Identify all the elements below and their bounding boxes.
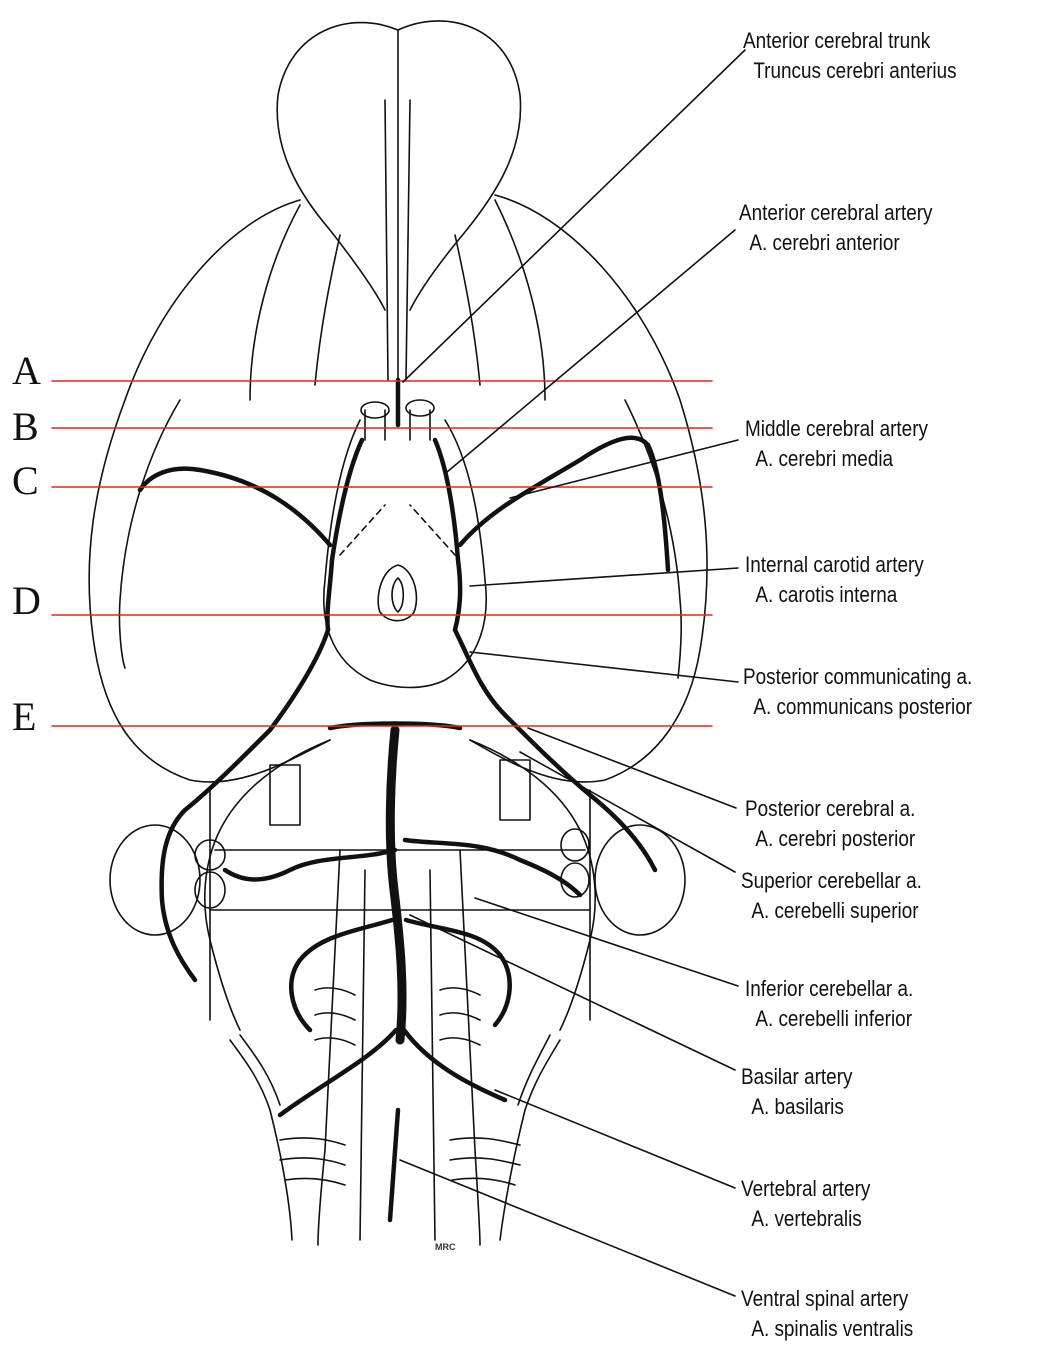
label-middle-cerebral-artery: Middle cerebral artery A. cerebri media [745, 414, 928, 474]
level-letter-c: C [12, 458, 39, 503]
level-lines [52, 381, 712, 726]
olfactory-bulb-left [277, 23, 398, 310]
label-anterior-cerebral-artery: Anterior cerebral artery A. cerebri ante… [739, 198, 932, 258]
label-vertebral-artery: Vertebral artery A. vertebralis [741, 1174, 870, 1234]
anterior-cerebral-artery-vessel [327, 380, 398, 630]
label-posterior-cerebral: Posterior cerebral a. A. cerebri posteri… [745, 794, 915, 854]
level-letter-a: A [12, 348, 41, 393]
pons-left [205, 740, 330, 1030]
label-ventral-spinal-artery: Ventral spinal artery A. spinalis ventra… [741, 1284, 913, 1344]
label-anterior-cerebral-trunk: Anterior cerebral trunk Truncus cerebri … [743, 26, 957, 86]
olfactory-bulb-right [398, 21, 521, 310]
label-posterior-communicating: Posterior communicating a. A. communican… [743, 662, 972, 722]
label-inferior-cerebellar: Inferior cerebellar a. A. cerebelli infe… [745, 974, 913, 1034]
signature: MRC [435, 1242, 456, 1252]
middle-cerebral-artery-vessel [140, 469, 330, 545]
label-basilar-artery: Basilar artery A. basilaris [741, 1062, 852, 1122]
flocculus-right [595, 825, 685, 935]
level-letter-e: E [12, 694, 36, 739]
level-letter-d: D [12, 578, 41, 623]
label-internal-carotid-artery: Internal carotid artery A. carotis inter… [745, 550, 924, 610]
level-letter-b: B [12, 404, 39, 449]
flocculus-left [110, 825, 200, 935]
label-superior-cerebellar: Superior cerebellar a. A. cerebelli supe… [741, 866, 922, 926]
basilar-artery-vessel [390, 730, 402, 1040]
